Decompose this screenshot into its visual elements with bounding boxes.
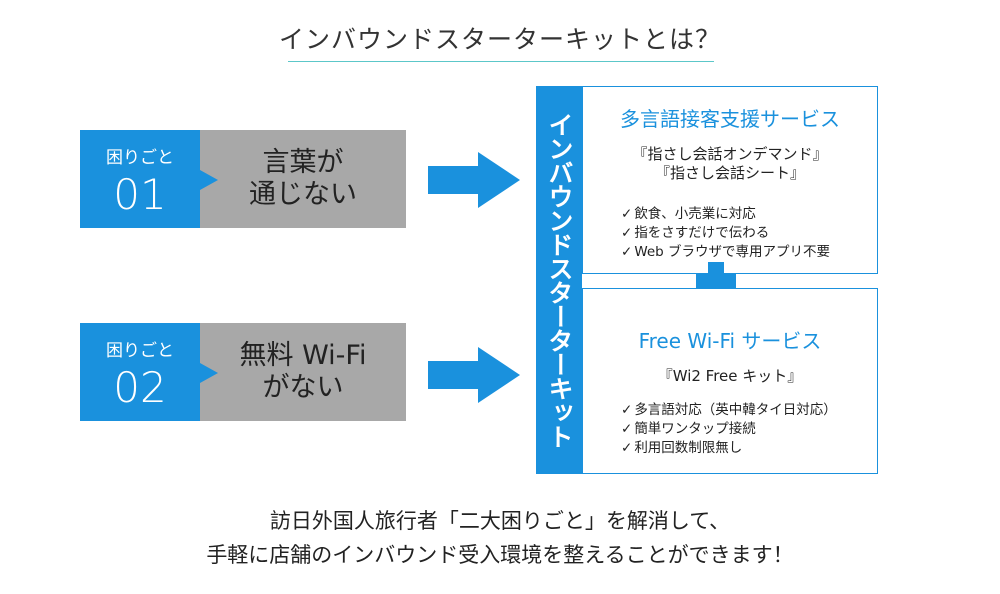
footer-line-2: 手軽に店舗のインバウンド受入環境を整えることができます！: [206, 543, 794, 567]
problem-2-number: 02: [113, 363, 167, 412]
service-2-title: Free Wi-Fi サービス: [638, 329, 822, 353]
feature-item: 指をさすだけで伝わる: [621, 224, 830, 243]
problem-1-tag-label: 困りごと: [106, 148, 174, 168]
arrow-right-icon: [428, 152, 520, 208]
service-2-features: 多言語対応（英中韓タイ日対応） 簡単ワンタップ接続 利用回数制限無し: [621, 401, 837, 458]
problem-1-number: 01: [113, 170, 167, 219]
feature-item: Web ブラウザで専用アプリ不要: [621, 243, 830, 262]
feature-item: 飲食、小売業に対応: [621, 205, 830, 224]
page-title: インバウンドスターターキットとは？: [278, 25, 721, 54]
feature-item: 多言語対応（英中韓タイ日対応）: [621, 401, 837, 420]
problem-2-tag: 困りごと 02: [80, 323, 200, 421]
service-1-features: 飲食、小売業に対応 指をさすだけで伝わる Web ブラウザで専用アプリ不要: [621, 205, 830, 262]
feature-item: 簡単ワンタップ接続: [621, 420, 837, 439]
service-1-subtitle: 『指さし会話オンデマンド』 『指さし会話シート』: [632, 145, 828, 182]
problem-2-tag-label: 困りごと: [106, 341, 174, 361]
feature-item: 利用回数制限無し: [621, 439, 837, 458]
footer-line-1: 訪日外国人旅行者「二大困りごと」を解消して、: [269, 509, 731, 533]
problem-1-pointer: [200, 170, 218, 190]
service-panel-translation: 多言語接客支援サービス 『指さし会話オンデマンド』 『指さし会話シート』 飲食、…: [582, 86, 878, 274]
title-underline: [288, 61, 714, 62]
problem-2-body: 無料 Wi-Fi がない: [200, 323, 406, 421]
service-1-title: 多言語接客支援サービス: [620, 107, 840, 131]
plus-icon: [696, 274, 736, 290]
starter-kit-banner: インバウンドスターターキット: [536, 86, 582, 474]
problem-1-tag: 困りごと 01: [80, 130, 200, 228]
problem-1-body: 言葉が 通じない: [200, 130, 406, 228]
problem-2-pointer: [200, 363, 218, 383]
arrow-right-icon: [428, 347, 520, 403]
problem-1-text: 言葉が 通じない: [249, 147, 357, 210]
service-panel-wifi: Free Wi-Fi サービス 『Wi2 Free キット』 多言語対応（英中韓…: [582, 288, 878, 474]
service-2-subtitle: 『Wi2 Free キット』: [657, 367, 803, 385]
problem-2-text: 無料 Wi-Fi がない: [239, 340, 367, 403]
